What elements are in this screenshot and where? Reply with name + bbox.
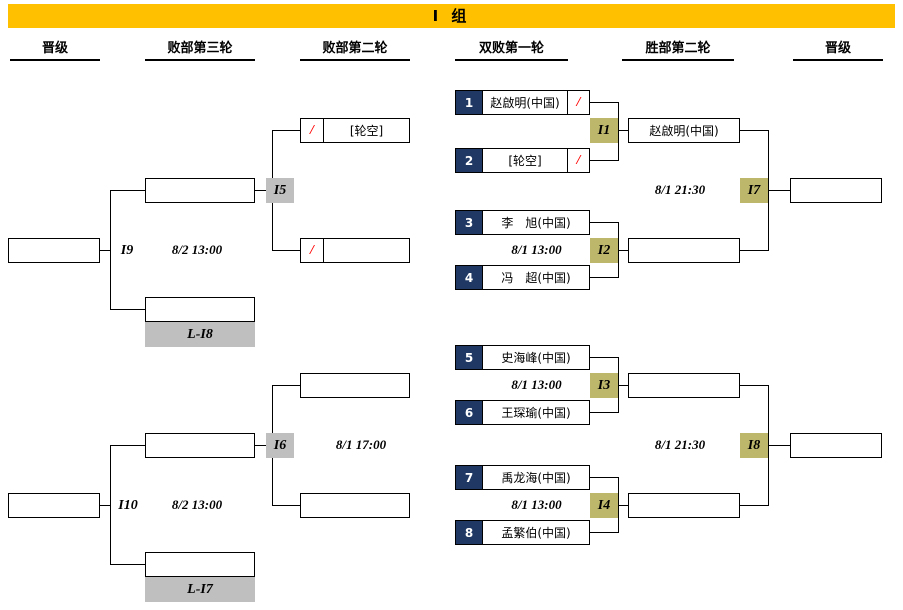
bracket-line (740, 130, 768, 131)
player-box: 李 旭(中国) (482, 210, 590, 235)
bracket-line (740, 505, 768, 506)
bracket-line (590, 277, 618, 278)
bracket-line (590, 222, 618, 223)
group-title: I 组 (8, 4, 895, 28)
advance-box (8, 493, 100, 518)
bracket-line (618, 505, 628, 506)
bracket-line (590, 477, 618, 478)
match-label-i3: I3 (590, 373, 618, 398)
header-advance-right: 晋级 (793, 40, 883, 61)
match-time: 8/1 21:30 (654, 437, 706, 452)
match-label-i5: I5 (266, 178, 294, 203)
player-box: 孟繁伯(中国) (482, 520, 590, 545)
bracket-line (768, 445, 790, 446)
match-label-i1: I1 (590, 118, 618, 143)
result-mark-box: / (567, 90, 590, 115)
bracket-line (110, 564, 145, 565)
bracket-line (590, 412, 618, 413)
match-time: 8/1 17:00 (335, 437, 387, 452)
bracket-line (272, 385, 300, 386)
player-box: 冯 超(中国) (482, 265, 590, 290)
slot-box (145, 297, 255, 322)
player-box: [轮空] (482, 148, 568, 173)
bracket-line (110, 445, 111, 565)
seed-box: 4 (455, 265, 483, 290)
advance-box (790, 433, 882, 458)
header-winners-round2: 胜部第二轮 (622, 40, 734, 61)
bracket-line (110, 190, 111, 310)
match-label-i8: I8 (740, 433, 768, 458)
bracket-line (590, 532, 618, 533)
seed-box: 8 (455, 520, 483, 545)
player-box: [轮空] (323, 118, 410, 143)
match-time: 8/1 13:00 (511, 242, 562, 257)
seed-box: 6 (455, 400, 483, 425)
bracket-line (618, 102, 619, 161)
bracket-line (110, 309, 145, 310)
winner-box (628, 238, 740, 263)
match-label-i4: I4 (590, 493, 618, 518)
bracket-line (618, 250, 628, 251)
player-box: 赵啟明(中国) (482, 90, 568, 115)
bracket-line (740, 385, 768, 386)
bracket-line (272, 130, 300, 131)
seed-box: 1 (455, 90, 483, 115)
match-time: 8/2 13:00 (171, 497, 223, 512)
seed-box: 2 (455, 148, 483, 173)
loser-source-label: L-I8 (145, 322, 255, 347)
match-label-i2: I2 (590, 238, 618, 263)
bracket-line (255, 445, 272, 446)
match-time: 8/1 13:00 (511, 377, 562, 392)
advance-box (8, 238, 100, 263)
seed-box: 7 (455, 465, 483, 490)
slot-box (300, 493, 410, 518)
bracket-line (110, 190, 145, 191)
winner-box (628, 373, 740, 398)
seed-box: 3 (455, 210, 483, 235)
slot-box (145, 178, 255, 203)
winner-box: 赵啟明(中国) (628, 118, 740, 143)
match-label-i6: I6 (266, 433, 294, 458)
bracket-line (618, 130, 628, 131)
header-losers-round2: 败部第二轮 (300, 40, 410, 61)
bracket-line (100, 250, 110, 251)
seed-box: 5 (455, 345, 483, 370)
match-label-i7: I7 (740, 178, 768, 203)
match-time: 8/1 13:00 (511, 497, 562, 512)
match-time: 8/1 21:30 (654, 182, 706, 197)
bracket-line (272, 505, 300, 506)
player-box (323, 238, 410, 263)
bracket-line (100, 505, 110, 506)
bracket-line (590, 357, 618, 358)
bracket-line (110, 445, 145, 446)
slot-box (300, 373, 410, 398)
loser-source-label: L-I7 (145, 577, 255, 602)
slot-box (145, 433, 255, 458)
winner-box (628, 493, 740, 518)
bracket-line (590, 102, 618, 103)
header-round1: 双败第一轮 (455, 40, 568, 61)
bracket-line (272, 250, 300, 251)
header-losers-round3: 败部第三轮 (145, 40, 255, 61)
player-box: 王琛瑜(中国) (482, 400, 590, 425)
result-mark-box: / (300, 238, 324, 263)
advance-box (790, 178, 882, 203)
bracket-line (590, 160, 618, 161)
player-box: 禹龙海(中国) (482, 465, 590, 490)
match-label-i9: I9 (120, 242, 134, 258)
bracket-line (740, 250, 768, 251)
bracket-line (618, 385, 628, 386)
match-time: 8/2 13:00 (171, 242, 223, 257)
match-label-i10: I10 (118, 497, 138, 513)
header-advance-left: 晋级 (10, 40, 100, 61)
result-mark-box: / (300, 118, 324, 143)
player-box: 史海峰(中国) (482, 345, 590, 370)
bracket-line (768, 190, 790, 191)
result-mark-box: / (567, 148, 590, 173)
slot-box (145, 552, 255, 577)
bracket-line (255, 190, 272, 191)
